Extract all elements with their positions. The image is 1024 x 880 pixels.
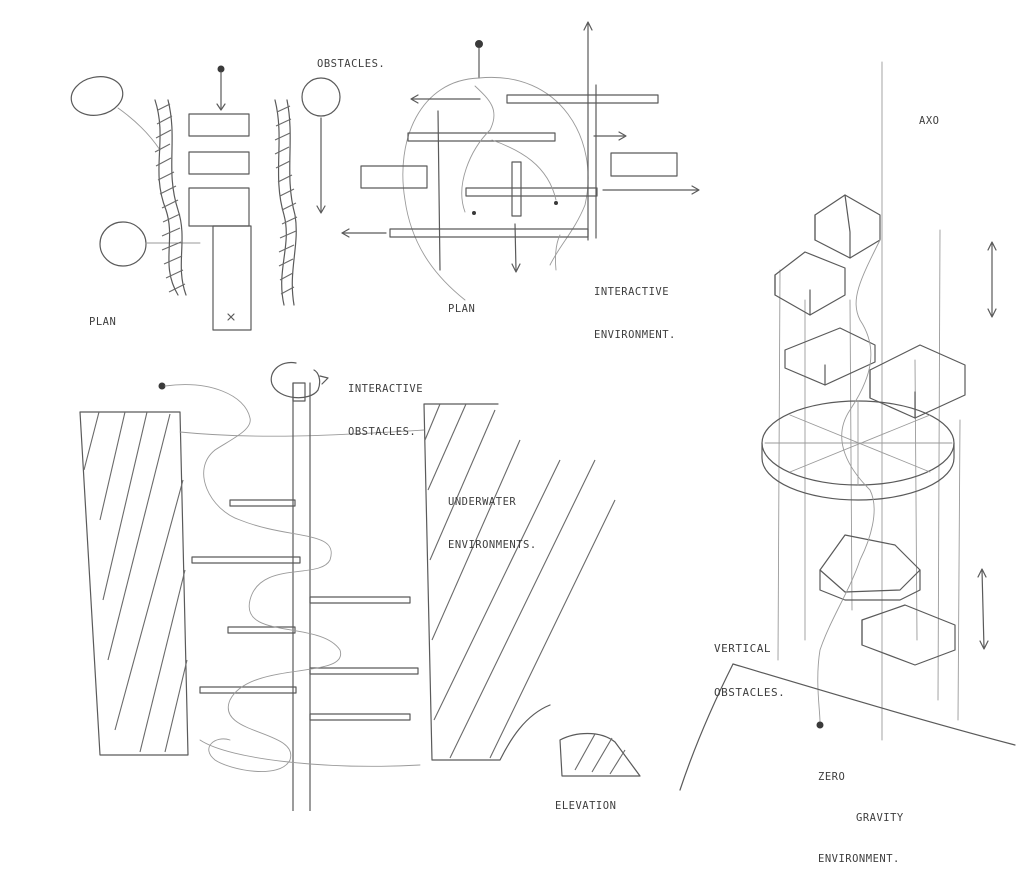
zero-line3: ENVIRONMENT.: [818, 853, 900, 866]
vertical-line2: OBSTACLES.: [714, 686, 786, 700]
interactive-obstacles-line1: INTERACTIVE: [348, 383, 424, 396]
interactive-environment-line1: INTERACTIVE: [594, 286, 670, 299]
zero-line1: ZERO: [818, 771, 846, 784]
interactive-obstacles-line2: OBSTACLES.: [348, 425, 417, 438]
elevation-text: ELEVATION: [555, 800, 617, 812]
axo-text: AXO: [919, 115, 940, 127]
underwater-line1: UNDERWATER: [448, 496, 517, 509]
axo-sketch: [679, 61, 1016, 791]
underwater-line2: ENVIRONMENTS.: [448, 538, 537, 551]
obstacles-label: OBSTACLES.: [317, 57, 385, 71]
sketch-canvas: [70, 21, 1016, 811]
plan-mid-sketch: [341, 21, 700, 301]
axo-label: AXO: [919, 114, 939, 128]
plan-left-label: PLAN: [89, 315, 116, 329]
zero-line2: GRAVITY: [856, 812, 904, 825]
plan-mid-text: PLAN: [448, 303, 476, 315]
interactive-environment-label: INTERACTIVE ENVIRONMENT.: [594, 257, 676, 356]
obstacles-text: OBSTACLES.: [317, 58, 386, 70]
elevation-label: ELEVATION: [555, 799, 616, 813]
elevation-sketch: [79, 361, 641, 811]
plan-left-sketch: [70, 65, 341, 331]
vertical-obstacles-label: VERTICAL OBSTACLES.: [714, 612, 785, 716]
zero-gravity-environment-label: ZERO GRAVITY ENVIRONMENT.: [818, 744, 904, 880]
vertical-line1: VERTICAL: [714, 641, 771, 655]
underwater-environments-label: UNDERWATER ENVIRONMENTS.: [448, 467, 537, 566]
plan-left-text: PLAN: [89, 316, 117, 328]
interactive-obstacles-label: INTERACTIVE OBSTACLES.: [348, 354, 423, 453]
interactive-environment-line2: ENVIRONMENT.: [594, 328, 676, 341]
plan-mid-label: PLAN: [448, 302, 475, 316]
